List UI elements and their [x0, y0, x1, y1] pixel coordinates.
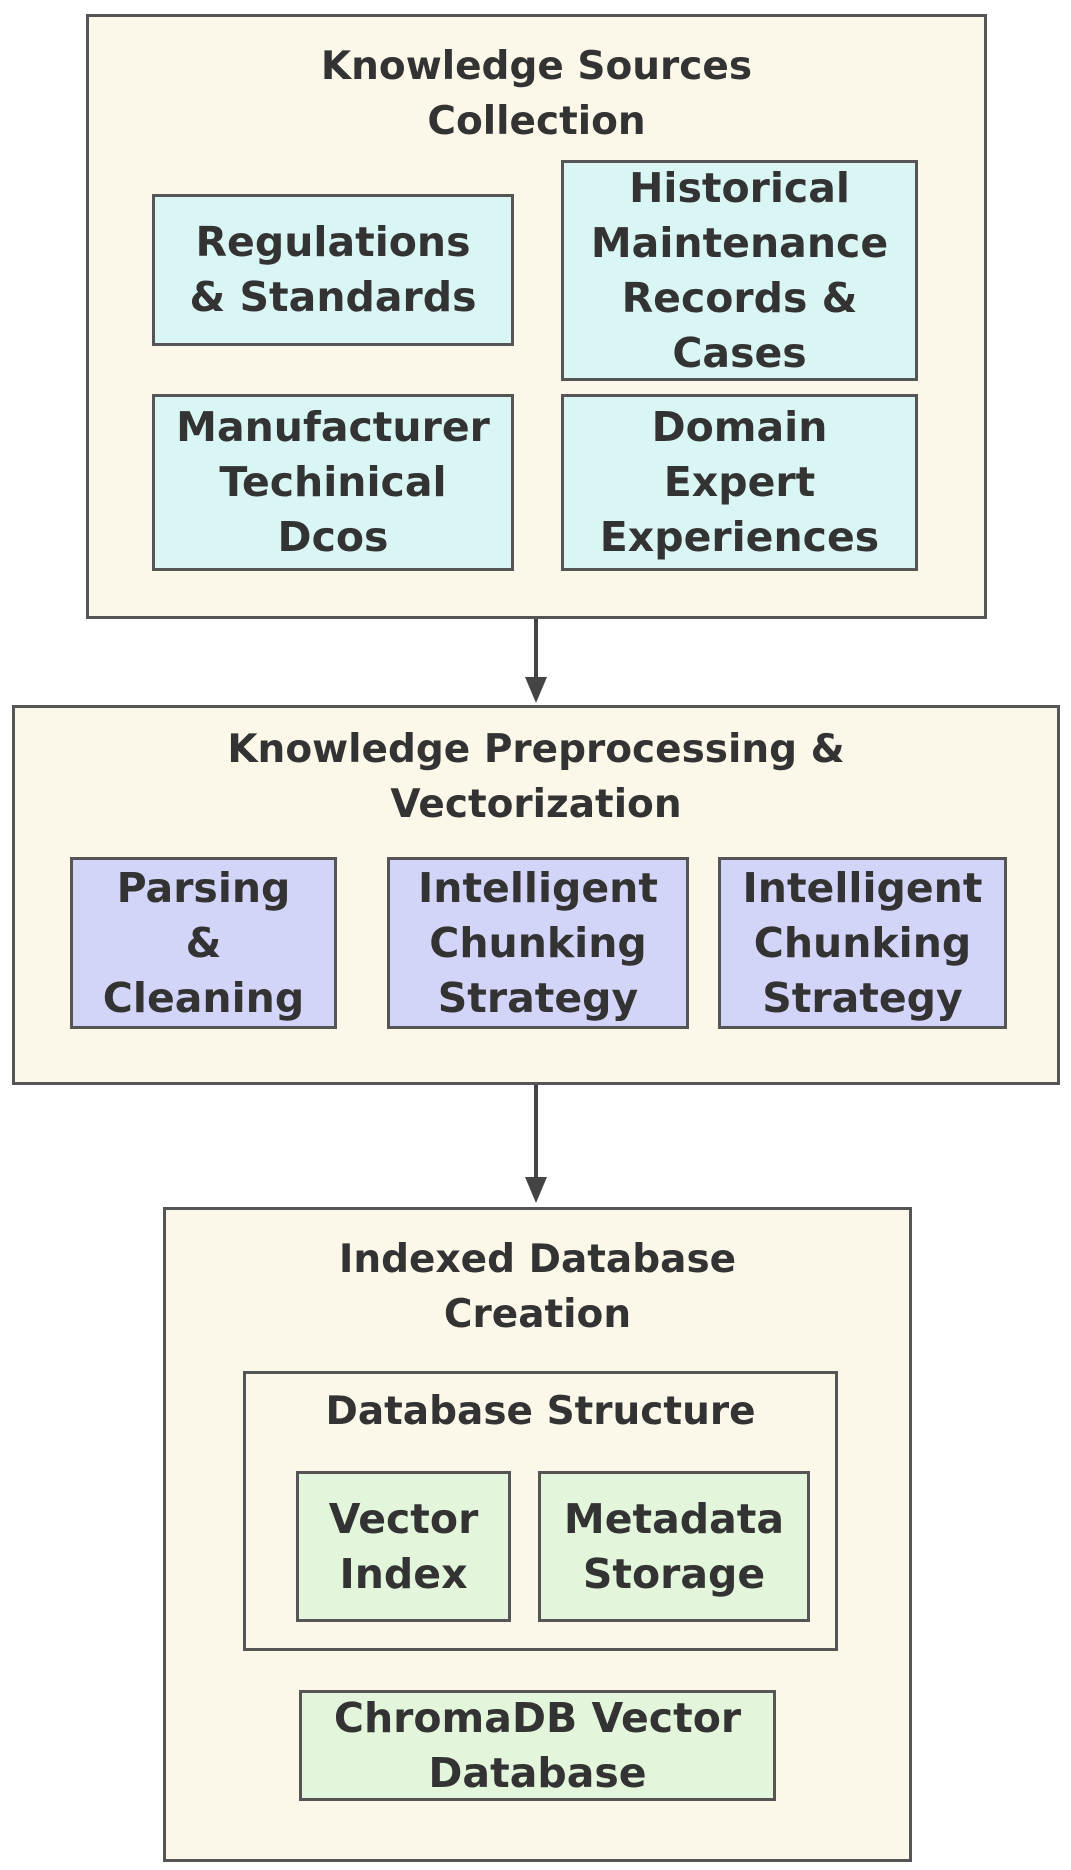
intelligent-chunking-label-1: Intelligent Chunking Strategy	[418, 863, 658, 1022]
intelligent-chunking-node-1: Intelligent Chunking Strategy	[387, 857, 689, 1029]
intelligent-chunking-label-2: Intelligent Chunking Strategy	[742, 863, 983, 1022]
preprocessing-title: Knowledge Preprocessing & Vectorization	[227, 727, 845, 827]
regulations-standards-node: Regulations & Standards	[152, 194, 514, 346]
parsing-cleaning-node: Parsing & Cleaning	[70, 857, 337, 1029]
historical-maintenance-node: Historical Maintenance Records & Cases	[561, 160, 918, 381]
arrow-preprocessing-to-database	[525, 1085, 547, 1203]
knowledge-sources-title: Knowledge Sources Collection	[320, 44, 753, 144]
parsing-cleaning-label: Parsing & Cleaning	[102, 863, 305, 1022]
metadata-storage-node: Metadata Storage	[538, 1471, 810, 1622]
domain-expert-label: Domain Expert Experiences	[599, 403, 880, 561]
vector-index-label: Vector Index	[328, 1494, 479, 1598]
preprocessing-group: Knowledge Preprocessing & Vectorization …	[12, 705, 1060, 1085]
indexed-database-title: Indexed Database Creation	[338, 1237, 737, 1337]
arrow-sources-to-preprocessing	[525, 619, 547, 703]
metadata-storage-label: Metadata Storage	[563, 1494, 785, 1598]
database-structure-title: Database Structure	[325, 1389, 756, 1434]
chromadb-vector-database-node: ChromaDB Vector Database	[299, 1690, 776, 1801]
intelligent-chunking-node-2: Intelligent Chunking Strategy	[718, 857, 1007, 1029]
historical-maintenance-label: Historical Maintenance Records & Cases	[590, 163, 889, 377]
knowledge-sources-group: Knowledge Sources Collection Regulations…	[86, 14, 987, 619]
manufacturer-docs-label: Manufacturer Techinical Dcos	[176, 403, 490, 561]
chromadb-vector-database-label: ChromaDB Vector Database	[333, 1693, 742, 1797]
vector-index-node: Vector Index	[296, 1471, 511, 1622]
manufacturer-docs-node: Manufacturer Techinical Dcos	[152, 394, 514, 571]
indexed-database-group: Indexed Database Creation Database Struc…	[163, 1207, 912, 1862]
domain-expert-node: Domain Expert Experiences	[561, 394, 918, 571]
database-structure-group: Database Structure Vector Index Metadata…	[243, 1371, 838, 1651]
regulations-standards-label: Regulations & Standards	[189, 218, 477, 321]
